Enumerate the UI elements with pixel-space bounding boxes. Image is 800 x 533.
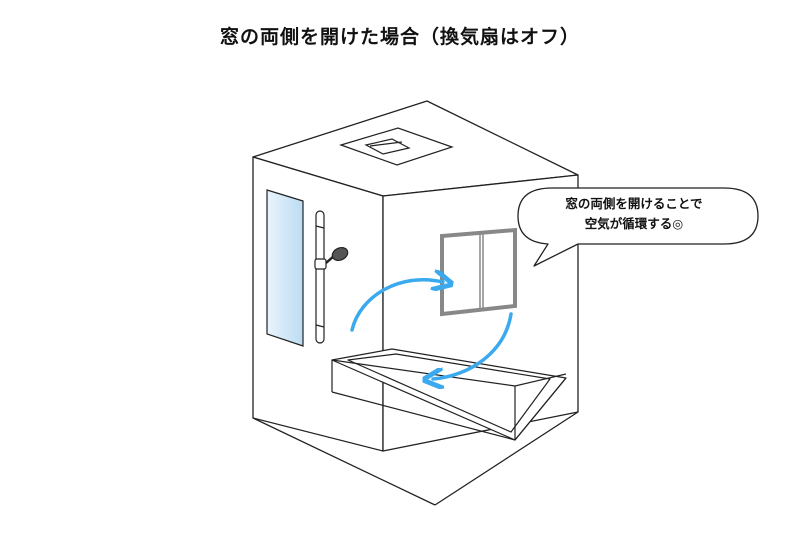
callout-line-2: 空気が循環する◎ — [584, 216, 684, 231]
airflow-arrows — [350, 280, 513, 379]
airflow-arrow-in — [350, 280, 443, 332]
bathtub — [331, 348, 567, 441]
window — [440, 227, 517, 317]
mirror — [266, 189, 304, 347]
speech-bubble — [517, 187, 759, 267]
speech-bubble-text: 窓の両側を開けることで 空気が循環する◎ — [524, 194, 744, 234]
page-title: 窓の両側を開けた場合（換気扇はオフ） — [219, 26, 580, 48]
ventilation-fan — [339, 127, 454, 166]
airflow-arrow-out — [433, 312, 513, 379]
shower — [314, 210, 349, 344]
callout-line-1: 窓の両側を開けることで — [565, 196, 703, 211]
